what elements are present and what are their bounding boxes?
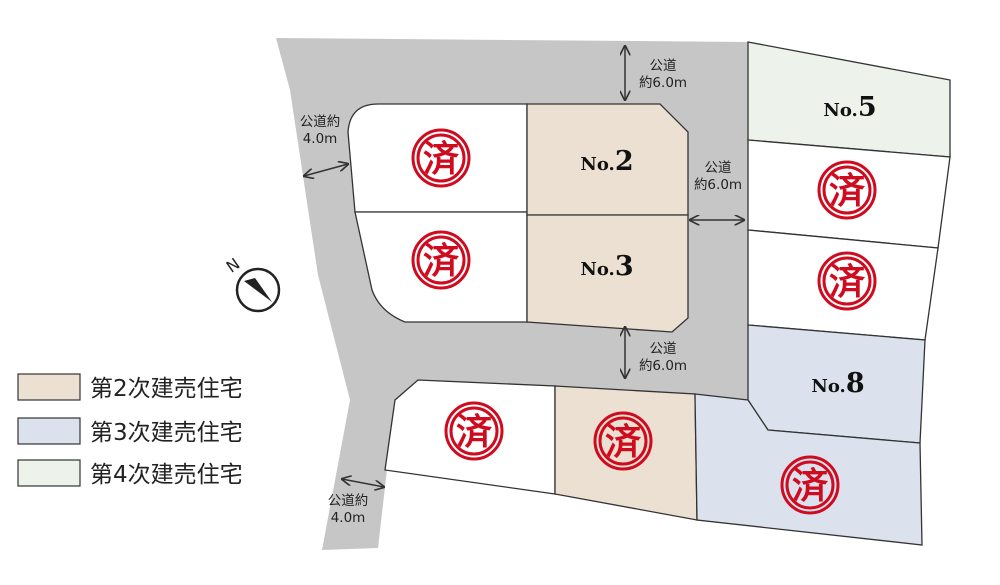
lots [347,41,951,546]
lot-bottom-1[interactable] [384,379,556,495]
road-width-arrow [304,164,348,176]
sold-seal: 済 [817,160,877,220]
legend-label-phase2: 第2次建売住宅 [90,376,243,402]
sold-marks: 済 済 済 済 済 済 済 [411,128,877,515]
sold-mark-text: 済 [792,465,828,507]
sold-mark-text: 済 [456,411,492,453]
legend-label-phase4: 第4次建売住宅 [90,462,243,488]
sold-mark-text: 済 [829,261,865,303]
sold-mark-text: 済 [829,170,865,212]
legend-swatch-phase2 [17,373,81,401]
legend-swatch-phase4 [17,459,81,487]
road-label-top: 公道約6.0m [639,58,687,91]
legend-swatch-phase3 [17,417,81,445]
lot-b[interactable] [354,211,528,323]
lot-no-5-label: No.5 [823,92,876,123]
lot-labels: No.2 No.3 No.5 No.8 [580,92,876,399]
lot-no-8-label: No.8 [811,368,864,399]
sold-seal: 済 [411,128,471,188]
legend-label-phase3: 第3次建売住宅 [90,420,243,446]
lot-bottom-3[interactable] [694,393,923,546]
sold-seal: 済 [444,401,504,461]
road-label-bottom: 公道約6.0m [639,341,687,374]
lot-no-2[interactable] [526,103,689,216]
lot-no-2-label: No.2 [580,146,633,177]
sold-seal: 済 [593,411,653,471]
legend: 第2次建売住宅 第3次建売住宅 第4次建売住宅 [17,373,243,488]
road-label-mid: 公道約6.0m [694,160,742,193]
sold-seal: 済 [411,230,471,290]
compass-north-letter: N [223,254,244,276]
sold-mark-text: 済 [423,138,459,180]
sold-seal: 済 [780,455,840,515]
sold-seal: 済 [817,251,877,311]
compass-icon: N [223,254,281,313]
lot-no-3[interactable] [526,214,689,333]
sold-mark-text: 済 [605,421,641,463]
lot-no-3-label: No.3 [580,251,633,282]
road-width-arrow [342,479,384,487]
sold-mark-text: 済 [423,240,459,282]
